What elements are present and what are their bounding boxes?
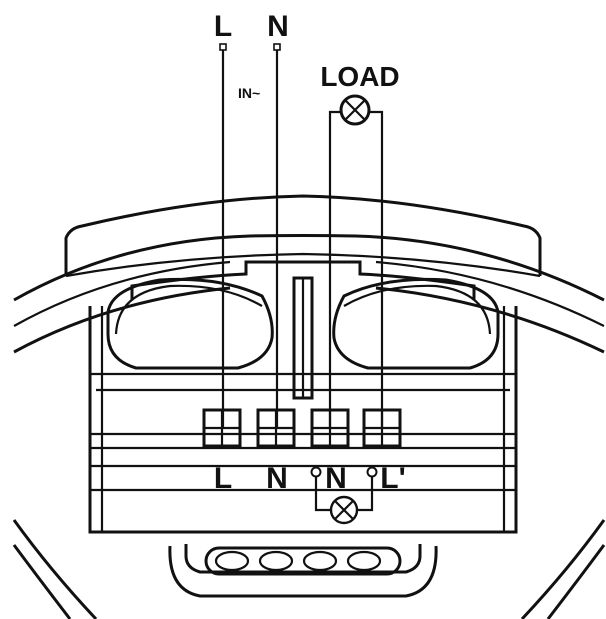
terminal-label-n: N (266, 462, 288, 495)
wire-load-neutral (328, 110, 340, 428)
terminal-label-l-prime: L' (380, 462, 405, 495)
top-label-line: L (214, 10, 232, 43)
sensor-housing (12, 194, 606, 619)
wire-load-switched (370, 110, 384, 428)
output-lamp-icon (310, 466, 378, 525)
load-label: LOAD (320, 61, 399, 92)
terminal-block (202, 408, 402, 448)
top-label-neutral: N (267, 10, 289, 43)
load-lamp-icon (339, 94, 371, 126)
input-label: IN~ (238, 85, 260, 101)
wiring (219, 43, 384, 428)
terminal-label-l: L (214, 462, 232, 495)
terminal-label-n-out: N (325, 462, 347, 495)
